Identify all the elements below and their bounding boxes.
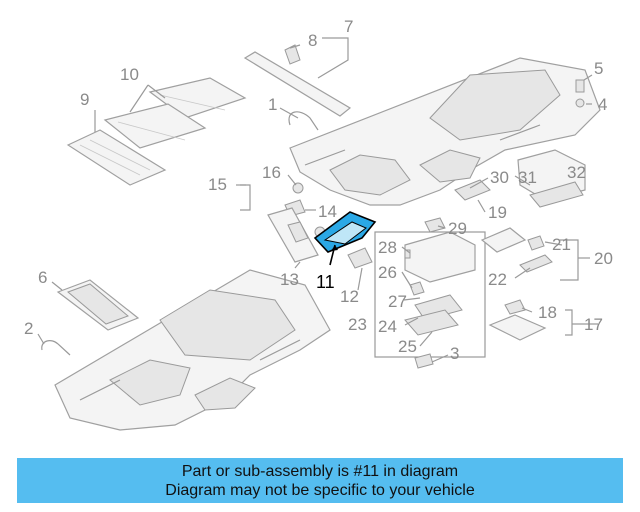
label-17: 17 [584,315,603,334]
label-26: 26 [378,263,397,282]
console-assembly-23 [374,217,486,358]
lamp-12 [347,247,373,269]
label-10: 10 [120,65,139,84]
label-20: 20 [594,249,613,268]
upper-headliner [289,57,601,206]
lower-headliner [54,269,331,431]
label-15: 15 [208,175,227,194]
label-25: 25 [398,337,417,356]
label-12: 12 [340,287,359,306]
console-30-31-32 [454,149,586,208]
label-22: 22 [488,270,507,289]
label-14: 14 [318,202,337,221]
leader-lines [37,37,598,363]
label-32: 32 [567,163,586,182]
part-labels: 1 2 3 4 5 6 7 8 9 10 11 12 13 14 15 16 1… [24,17,613,363]
trim-strip-7 [243,51,352,117]
panel-6 [56,279,140,331]
label-2: 2 [24,319,33,338]
clips-4-5 [575,79,585,108]
label-24: 24 [378,317,397,336]
label-19: 19 [488,203,507,222]
label-30: 30 [490,168,509,187]
lamps-17-22 [480,227,579,341]
panel-10 [103,77,247,149]
label-31: 31 [518,168,537,187]
parts-diagram: 1 2 3 4 5 6 7 8 9 10 11 12 13 14 15 16 1… [24,17,613,431]
label-13: 13 [280,270,299,289]
label-29: 29 [448,219,467,238]
handle-1 [288,111,319,131]
banner-line-2: Diagram may not be specific to your vehi… [165,481,475,499]
clip-8 [284,44,301,65]
label-1: 1 [268,95,277,114]
label-18: 18 [538,303,557,322]
label-11: 11 [316,272,335,292]
label-16: 16 [262,163,281,182]
panel-9 [66,129,167,186]
hardware-14-15-16 [240,182,306,217]
clip-3 [414,353,434,369]
label-28: 28 [378,238,397,257]
label-8: 8 [308,31,317,50]
handle-2 [41,340,71,356]
label-27: 27 [388,292,407,311]
label-9: 9 [80,90,89,109]
label-3: 3 [450,344,459,363]
part-11-highlighted [313,211,377,266]
label-21: 21 [552,235,571,254]
banner-line-1: Part or sub-assembly is #11 in diagram [181,462,459,480]
label-4: 4 [598,95,607,114]
label-6: 6 [38,268,47,287]
sun-visor-13 [267,207,326,263]
info-banner: Part or sub-assembly is #11 in diagram D… [17,458,623,503]
label-5: 5 [594,59,603,78]
label-7: 7 [344,17,353,36]
label-23: 23 [348,315,367,334]
